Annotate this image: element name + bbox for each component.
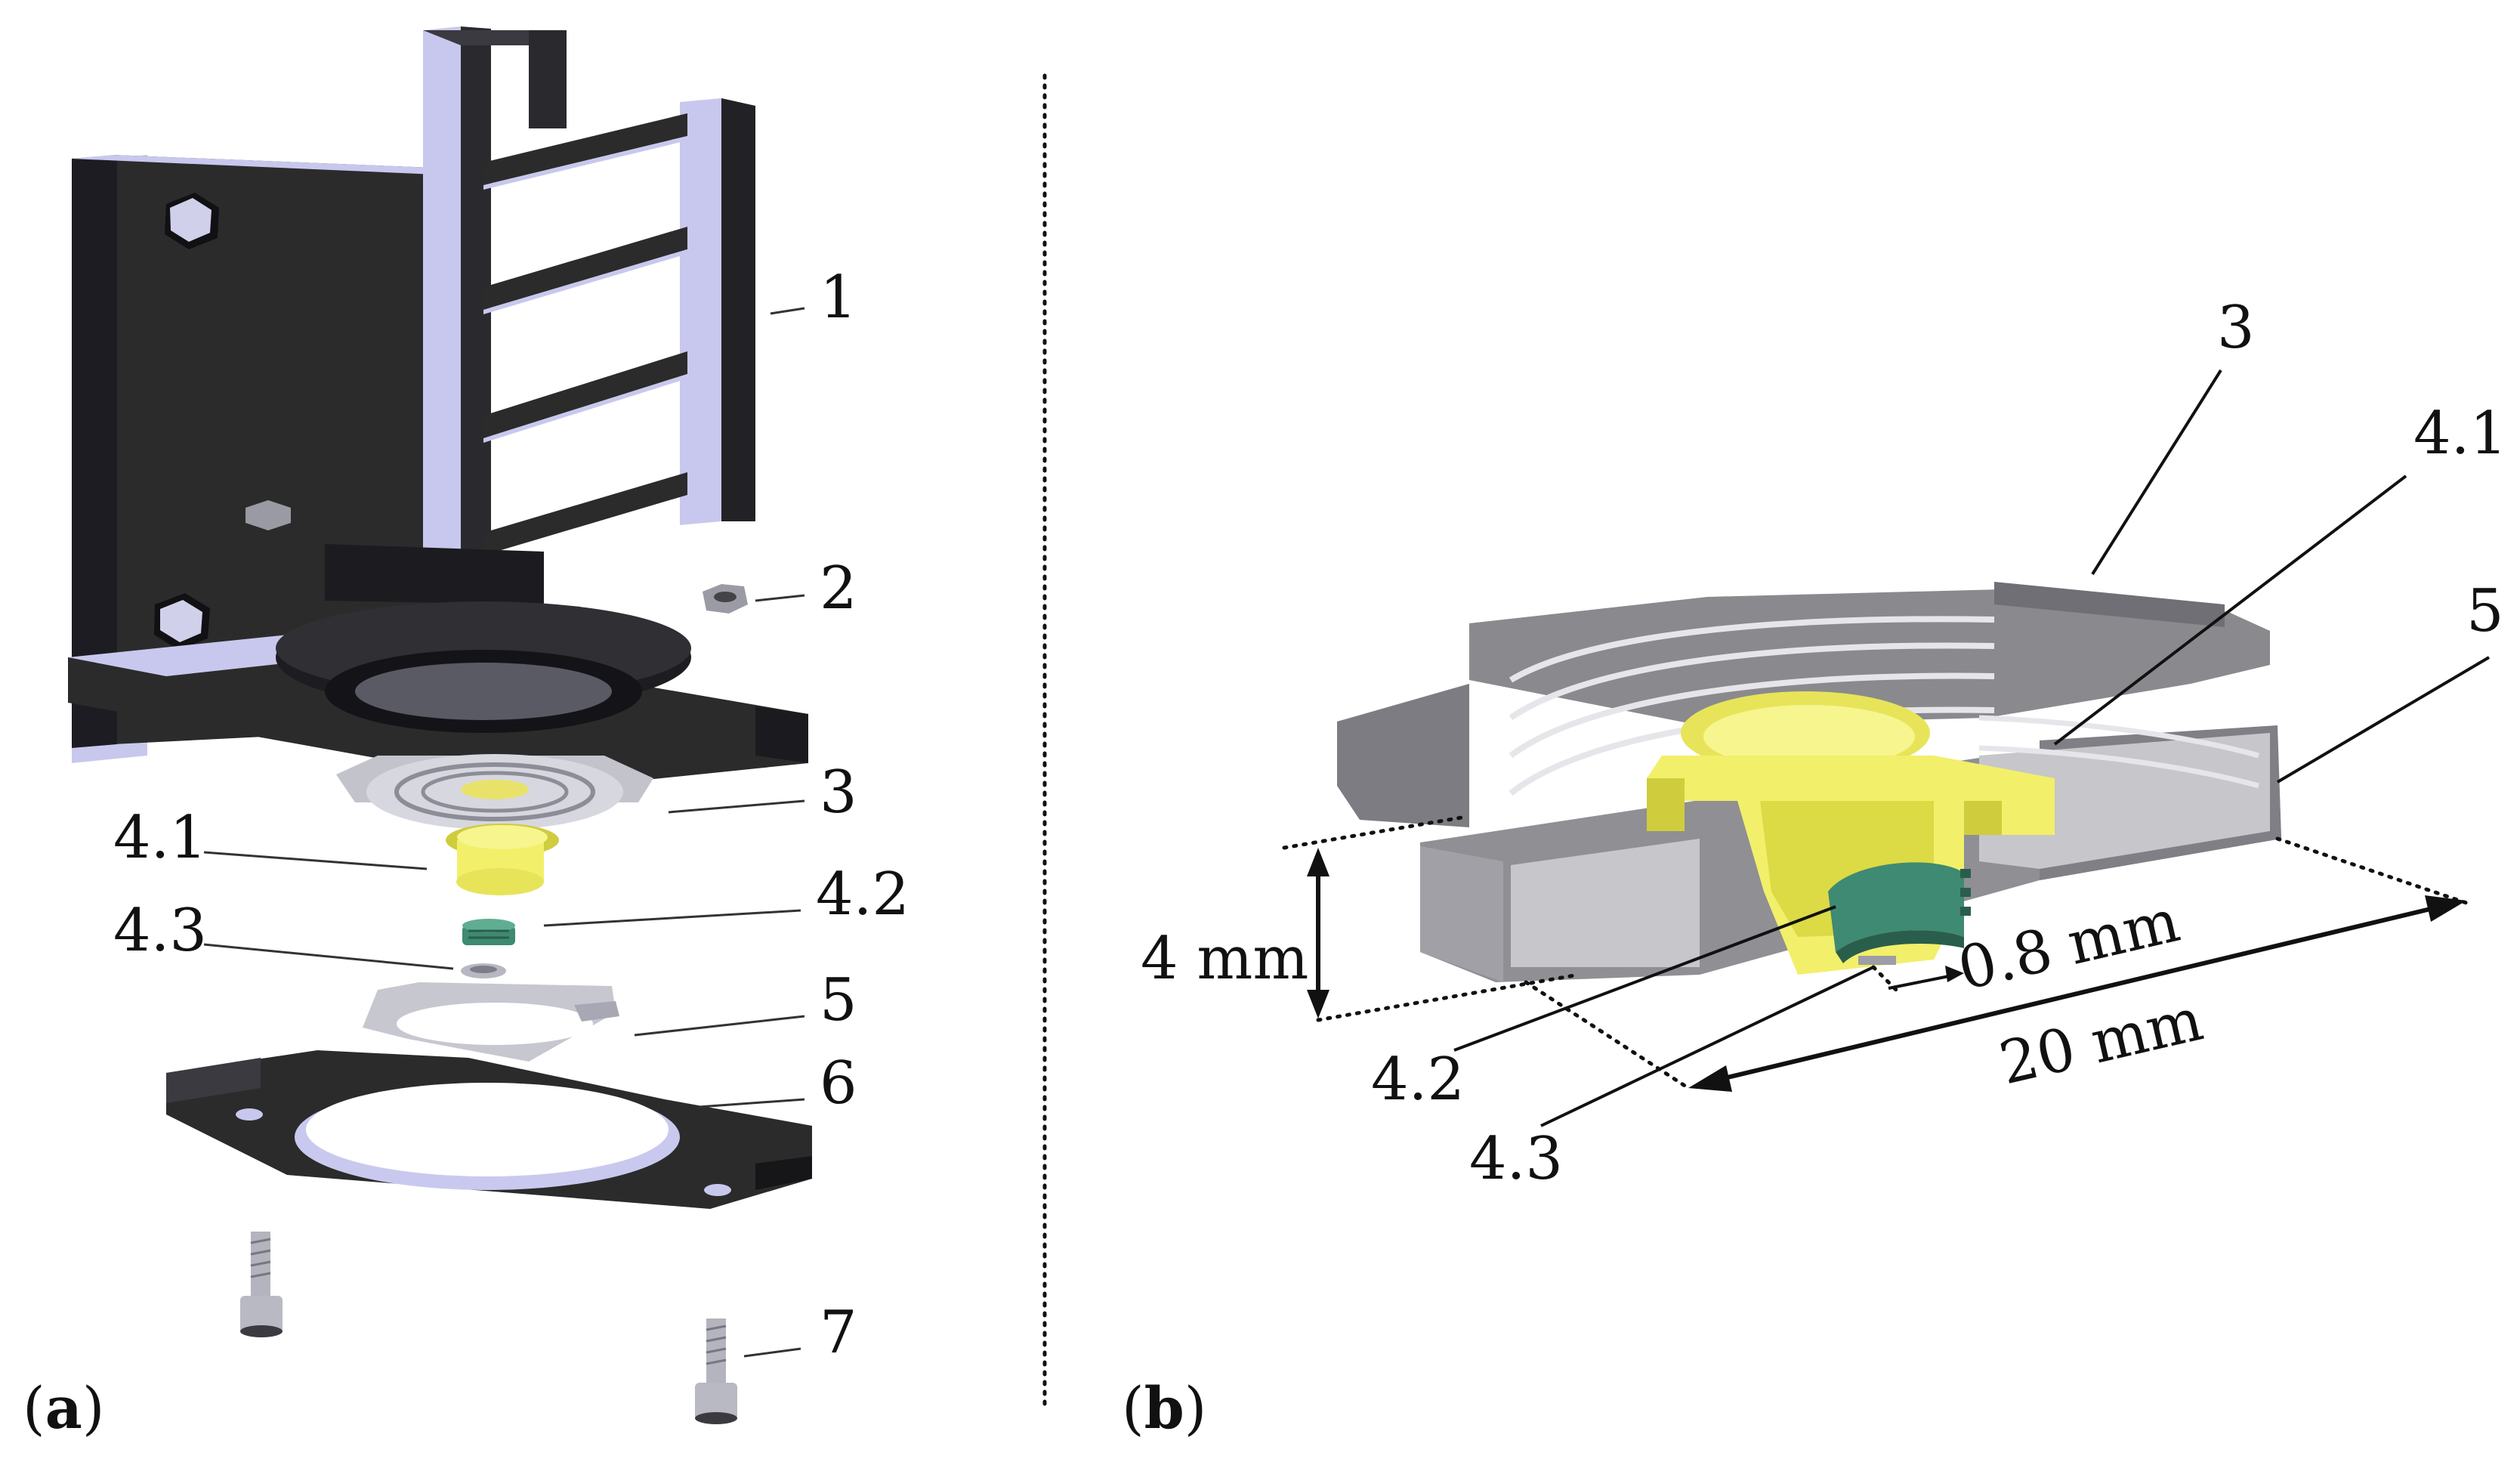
part-4-1-insert — [446, 824, 559, 895]
callout-b-3: 3 — [2217, 294, 2255, 362]
callout-a-5: 5 — [820, 966, 857, 1034]
dimension-height — [1282, 815, 1581, 1022]
part-2-nut — [703, 584, 748, 614]
callout-a-4-3: 4.3 — [113, 897, 207, 965]
callout-b-4-1: 4.1 — [2413, 400, 2507, 468]
panel-label-b: (b) — [1122, 1374, 1206, 1442]
part-4-3-disc — [461, 963, 506, 978]
part-7-screws — [240, 1232, 737, 1424]
part-4-2-ring — [462, 919, 515, 945]
panel-a: 1 2 3 4.1 4.2 4.3 5 6 7 (a) — [23, 26, 909, 1442]
part-3-flexure — [336, 754, 653, 830]
callout-a-7: 7 — [820, 1299, 857, 1367]
panel-b-leaders — [1453, 369, 2491, 1127]
callout-a-2: 2 — [820, 555, 857, 623]
dimension-diameter — [1524, 836, 2469, 1092]
callout-a-6: 6 — [820, 1049, 857, 1117]
part-5-clamp — [363, 982, 619, 1062]
callout-a-1: 1 — [820, 264, 857, 332]
dimension-diameter-label: 20 mm — [1993, 986, 2209, 1099]
callout-b-4-3: 4.3 — [1469, 1125, 1563, 1193]
section-disc — [1858, 956, 1896, 965]
dimension-height-label: 4 mm — [1141, 925, 1308, 993]
panel-label-a: (a) — [23, 1374, 105, 1442]
callout-a-4-1: 4.1 — [113, 804, 207, 872]
dimension-gap-label: 0.8 mm — [1952, 887, 2185, 1003]
dimension-gap — [1871, 965, 1964, 992]
callout-a-4-2: 4.2 — [816, 861, 909, 929]
callout-a-3: 3 — [820, 759, 857, 827]
panel-a-leaders — [203, 307, 805, 1358]
section-plate — [1337, 582, 2281, 982]
panel-b: 4 mm 20 mm 0.8 mm 3 4.1 5 4.2 — [1122, 294, 2507, 1442]
callout-b-5: 5 — [2466, 577, 2504, 645]
section-ring — [1828, 862, 1971, 963]
part-1-bracket — [68, 26, 808, 790]
callout-b-4-2: 4.2 — [1371, 1046, 1465, 1114]
part-6-base — [166, 1050, 812, 1209]
